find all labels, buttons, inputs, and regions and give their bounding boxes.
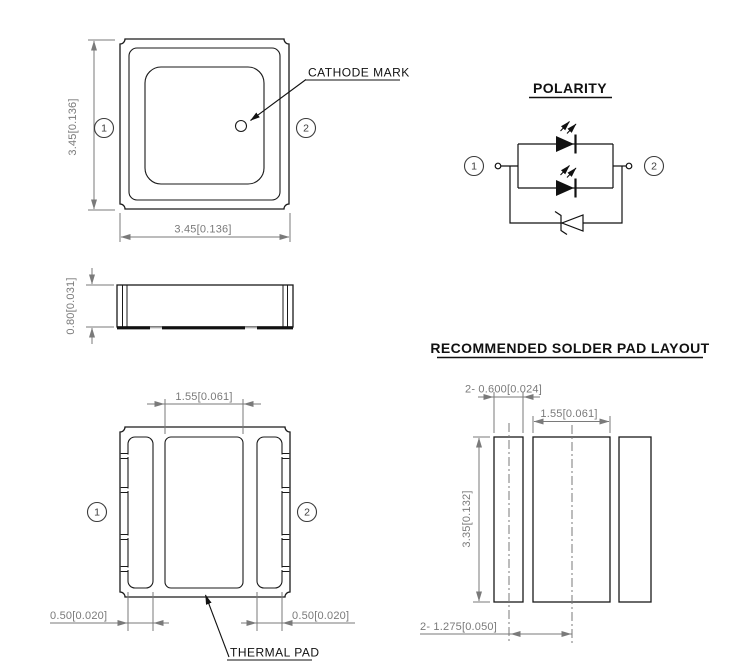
side-view-height-dim-text: 0.80[0.031] (65, 277, 77, 334)
led2-light-arrow-1 (560, 165, 570, 176)
side-view-edge-plating-lines (122, 285, 288, 327)
layout-right-pad (618, 436, 652, 603)
bottom-view-pin2-balloon: 2 (296, 501, 318, 523)
cathode-leader-arrow (250, 79, 307, 121)
castellation-breaks-left (120, 453, 131, 572)
cathode-mark-label: CATHODE MARK (308, 66, 410, 80)
esd-diode-symbol (554, 211, 584, 235)
led1-symbol (556, 121, 577, 154)
layout-pad-width-dim-text: 2- 0.600[0.024] (465, 384, 542, 396)
top-view-height-dim-text: 3.45[0.136] (67, 98, 79, 155)
bottom-view-pin1-number: 1 (94, 507, 100, 519)
side-view: 0.80[0.031] (65, 268, 294, 344)
top-view-pin1-balloon: 1 (93, 117, 115, 139)
bottom-view-left-pad (127, 436, 154, 589)
top-view-body-outline (119, 38, 290, 210)
layout-pitch-dimension: 2- 1.275[0.050] (420, 621, 572, 637)
thermal-pad-width-dim-text: 1.55[0.061] (175, 391, 232, 403)
thermal-pad-leader-arrow (204, 594, 230, 658)
left-pad-width-dimension: 0.50[0.020] (50, 592, 169, 631)
left-pad-dim-text: 0.50[0.020] (50, 610, 107, 622)
layout-center-pad-width-dimension: 1.55[0.061] (532, 408, 611, 433)
top-view-width-dim-text: 3.45[0.136] (174, 224, 231, 236)
side-view-body-outline (116, 284, 294, 328)
top-view: CATHODE MARK 3.45[0.136] 3.45[0.136] 1 2 (67, 38, 410, 242)
thermal-pad-width-dimension: 1.55[0.061] (147, 391, 261, 434)
layout-pad-width-dimension: 2- 0.600[0.024] (465, 384, 542, 433)
cathode-mark-callout: CATHODE MARK (250, 66, 410, 121)
layout-height-dimension: 3.35[0.132] (461, 436, 490, 603)
bottom-view-right-pad (256, 436, 283, 589)
polarity-pin2-number: 2 (651, 161, 657, 173)
cathode-mark-circle (234, 119, 248, 133)
top-view-pin2-balloon: 2 (295, 117, 317, 139)
solder-pad-layout-title: RECOMMENDED SOLDER PAD LAYOUT (430, 340, 709, 356)
top-view-width-dimension: 3.45[0.136] (119, 213, 291, 242)
layout-center-pad-width-dim-text: 1.55[0.061] (540, 408, 597, 420)
bottom-view: 1 2 1.55[0.061] 0.50[0.020] (50, 391, 355, 661)
thermal-pad-callout: THERMAL PAD (204, 594, 320, 661)
led2-light-arrow-2 (566, 167, 577, 178)
led1-light-arrow-2 (566, 123, 577, 134)
right-pad-width-dimension: 0.50[0.020] (241, 592, 355, 631)
polarity-pin2-balloon: 2 (643, 155, 665, 177)
led2-symbol (556, 165, 577, 198)
top-view-reflector-rim (128, 47, 281, 201)
solder-pad-layout-section: RECOMMENDED SOLDER PAD LAYOUT 3.35[0.132… (420, 340, 709, 643)
polarity-section: POLARITY 1 2 (463, 80, 665, 235)
top-view-pin2-number: 2 (303, 123, 309, 135)
polarity-title: POLARITY (533, 80, 607, 96)
bottom-view-pin1-balloon: 1 (86, 501, 108, 523)
polarity-pin1-number: 1 (471, 161, 477, 173)
layout-pitch-dim-text: 2- 1.275[0.050] (420, 621, 497, 633)
layout-centerlines (508, 423, 573, 643)
side-view-height-dimension: 0.80[0.031] (65, 268, 114, 344)
top-view-height-dimension: 3.45[0.136] (67, 39, 115, 211)
top-view-emitting-area (144, 66, 265, 185)
polarity-pin1-balloon: 1 (463, 155, 485, 177)
right-pad-dim-text: 0.50[0.020] (292, 610, 349, 622)
thermal-pad-label: THERMAL PAD (230, 646, 320, 660)
top-view-pin1-number: 1 (101, 123, 107, 135)
bottom-view-thermal-pad (164, 436, 244, 589)
bottom-view-pin2-number: 2 (304, 507, 310, 519)
bottom-view-body-outline (119, 426, 291, 598)
led1-light-arrow-1 (560, 121, 570, 132)
layout-height-dim-text: 3.35[0.132] (461, 490, 473, 547)
castellation-breaks-right (279, 453, 290, 572)
